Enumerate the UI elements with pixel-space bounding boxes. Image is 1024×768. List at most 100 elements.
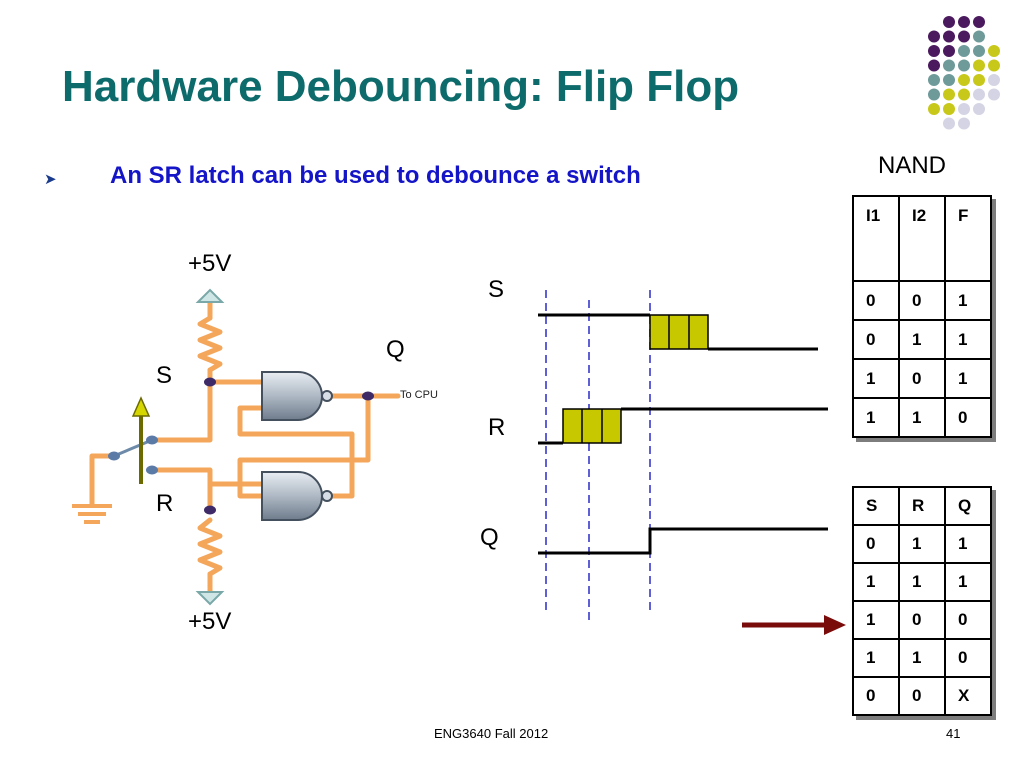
s-waveform bbox=[538, 313, 818, 351]
table-header-cell: Q bbox=[944, 486, 992, 526]
table-cell: 1 bbox=[852, 397, 900, 438]
vcc-bottom-icon bbox=[195, 591, 225, 606]
bullet-arrow-icon: ➤ bbox=[44, 171, 57, 188]
r-waveform bbox=[538, 407, 828, 445]
decorative-dot bbox=[943, 103, 955, 115]
switch-arm bbox=[113, 438, 153, 458]
table-row: 0 0 X bbox=[852, 676, 992, 716]
decorative-dot bbox=[958, 16, 970, 28]
timing-q-label: Q bbox=[480, 524, 499, 551]
decorative-dot bbox=[943, 117, 955, 130]
table-cell: 1 bbox=[944, 280, 992, 321]
decorative-dot bbox=[958, 103, 970, 115]
table-row: 1 0 1 bbox=[852, 358, 992, 399]
ground-icon bbox=[72, 504, 112, 524]
decorative-dot bbox=[958, 59, 970, 72]
table-cell: 0 bbox=[944, 397, 992, 438]
right-arrow-icon bbox=[742, 615, 846, 635]
decorative-dot bbox=[973, 74, 985, 86]
decorative-dot bbox=[958, 74, 970, 86]
table-row: 0 1 1 bbox=[852, 319, 992, 360]
table-cell: X bbox=[944, 676, 992, 716]
nand-caption: NAND bbox=[878, 152, 947, 179]
decorative-dot bbox=[928, 45, 940, 57]
decorative-dot bbox=[958, 30, 970, 43]
decorative-dot bbox=[928, 30, 940, 43]
table-cell: 0 bbox=[898, 676, 946, 716]
q-waveform bbox=[538, 527, 828, 555]
table-cell: 1 bbox=[898, 319, 946, 360]
slide-title: Hardware Debouncing: Flip Flop bbox=[62, 62, 740, 111]
decorative-dot bbox=[943, 59, 955, 72]
vcc-top-icon bbox=[195, 288, 225, 303]
decorative-dot bbox=[928, 59, 940, 72]
decorative-dot bbox=[988, 88, 1000, 101]
decorative-dot bbox=[973, 88, 985, 101]
decorative-dot bbox=[958, 45, 970, 57]
decorative-dot bbox=[973, 45, 985, 57]
sr-latch-table: S R Q 0 1 1 1 1 1 1 0 0 1 1 0 0 0 X bbox=[852, 486, 992, 716]
decorative-dot bbox=[988, 74, 1000, 86]
table-cell: 0 bbox=[944, 638, 992, 678]
table-cell: 1 bbox=[852, 562, 900, 602]
circuit-nodes bbox=[108, 377, 374, 515]
decorative-dot bbox=[988, 59, 1000, 72]
table-cell: 1 bbox=[898, 562, 946, 602]
to-cpu-label: To CPU bbox=[400, 389, 438, 401]
table-header-cell: I1 bbox=[852, 195, 900, 282]
table-row: 0 0 1 bbox=[852, 280, 992, 321]
table-cell: 1 bbox=[944, 358, 992, 399]
decorative-dot bbox=[943, 88, 955, 101]
switch-arrow-icon bbox=[131, 396, 151, 484]
page-number: 41 bbox=[946, 726, 961, 741]
table-cell: 0 bbox=[852, 319, 900, 360]
table-cell: 1 bbox=[852, 358, 900, 399]
table-header-row: I1 I2 F bbox=[852, 195, 992, 282]
nand-gate-top bbox=[261, 371, 333, 421]
table-cell: 1 bbox=[944, 524, 992, 564]
table-row: 1 1 0 bbox=[852, 397, 992, 438]
table-row: 1 0 0 bbox=[852, 600, 992, 640]
table-cell: 1 bbox=[898, 638, 946, 678]
decorative-dot bbox=[943, 74, 955, 86]
decorative-dot bbox=[958, 117, 970, 130]
table-row: 0 1 1 bbox=[852, 524, 992, 564]
timing-s-label: S bbox=[488, 276, 505, 303]
table-cell: 0 bbox=[944, 600, 992, 640]
decorative-dot bbox=[973, 30, 985, 43]
table-cell: 0 bbox=[898, 600, 946, 640]
decorative-dot-grid bbox=[928, 16, 1000, 130]
decorative-dot bbox=[958, 88, 970, 101]
table-cell: 1 bbox=[944, 562, 992, 602]
table-cell: 0 bbox=[852, 676, 900, 716]
decorative-dot bbox=[943, 30, 955, 43]
table-header-cell: R bbox=[898, 486, 946, 526]
circuit-r-label: R bbox=[156, 490, 174, 517]
decorative-dot bbox=[943, 16, 955, 28]
vcc-top-label: +5V bbox=[188, 250, 232, 277]
timing-diagram bbox=[538, 290, 828, 620]
decorative-dot bbox=[973, 16, 985, 28]
circuit-s-label: S bbox=[156, 362, 173, 389]
decorative-dot bbox=[973, 59, 985, 72]
decorative-dot bbox=[928, 103, 940, 115]
nand-gate-bottom bbox=[261, 471, 333, 521]
table-cell: 0 bbox=[898, 280, 946, 321]
table-cell: 1 bbox=[898, 397, 946, 438]
table-header-row: S R Q bbox=[852, 486, 992, 526]
table-cell: 0 bbox=[898, 358, 946, 399]
table-header-cell: I2 bbox=[898, 195, 946, 282]
table-cell: 1 bbox=[852, 638, 900, 678]
table-cell: 0 bbox=[852, 524, 900, 564]
decorative-dot bbox=[928, 74, 940, 86]
decorative-dot bbox=[943, 45, 955, 57]
time-markers bbox=[545, 290, 651, 620]
table-cell: 0 bbox=[852, 280, 900, 321]
table-cell: 1 bbox=[944, 319, 992, 360]
nand-truth-table: I1 I2 F 0 0 1 0 1 1 1 0 1 1 1 0 bbox=[852, 195, 992, 438]
timing-r-label: R bbox=[488, 414, 506, 441]
decorative-dot bbox=[988, 45, 1000, 57]
bullet-text: An SR latch can be used to debounce a sw… bbox=[110, 162, 641, 189]
table-header-cell: F bbox=[944, 195, 992, 282]
circuit-q-label: Q bbox=[386, 336, 405, 363]
